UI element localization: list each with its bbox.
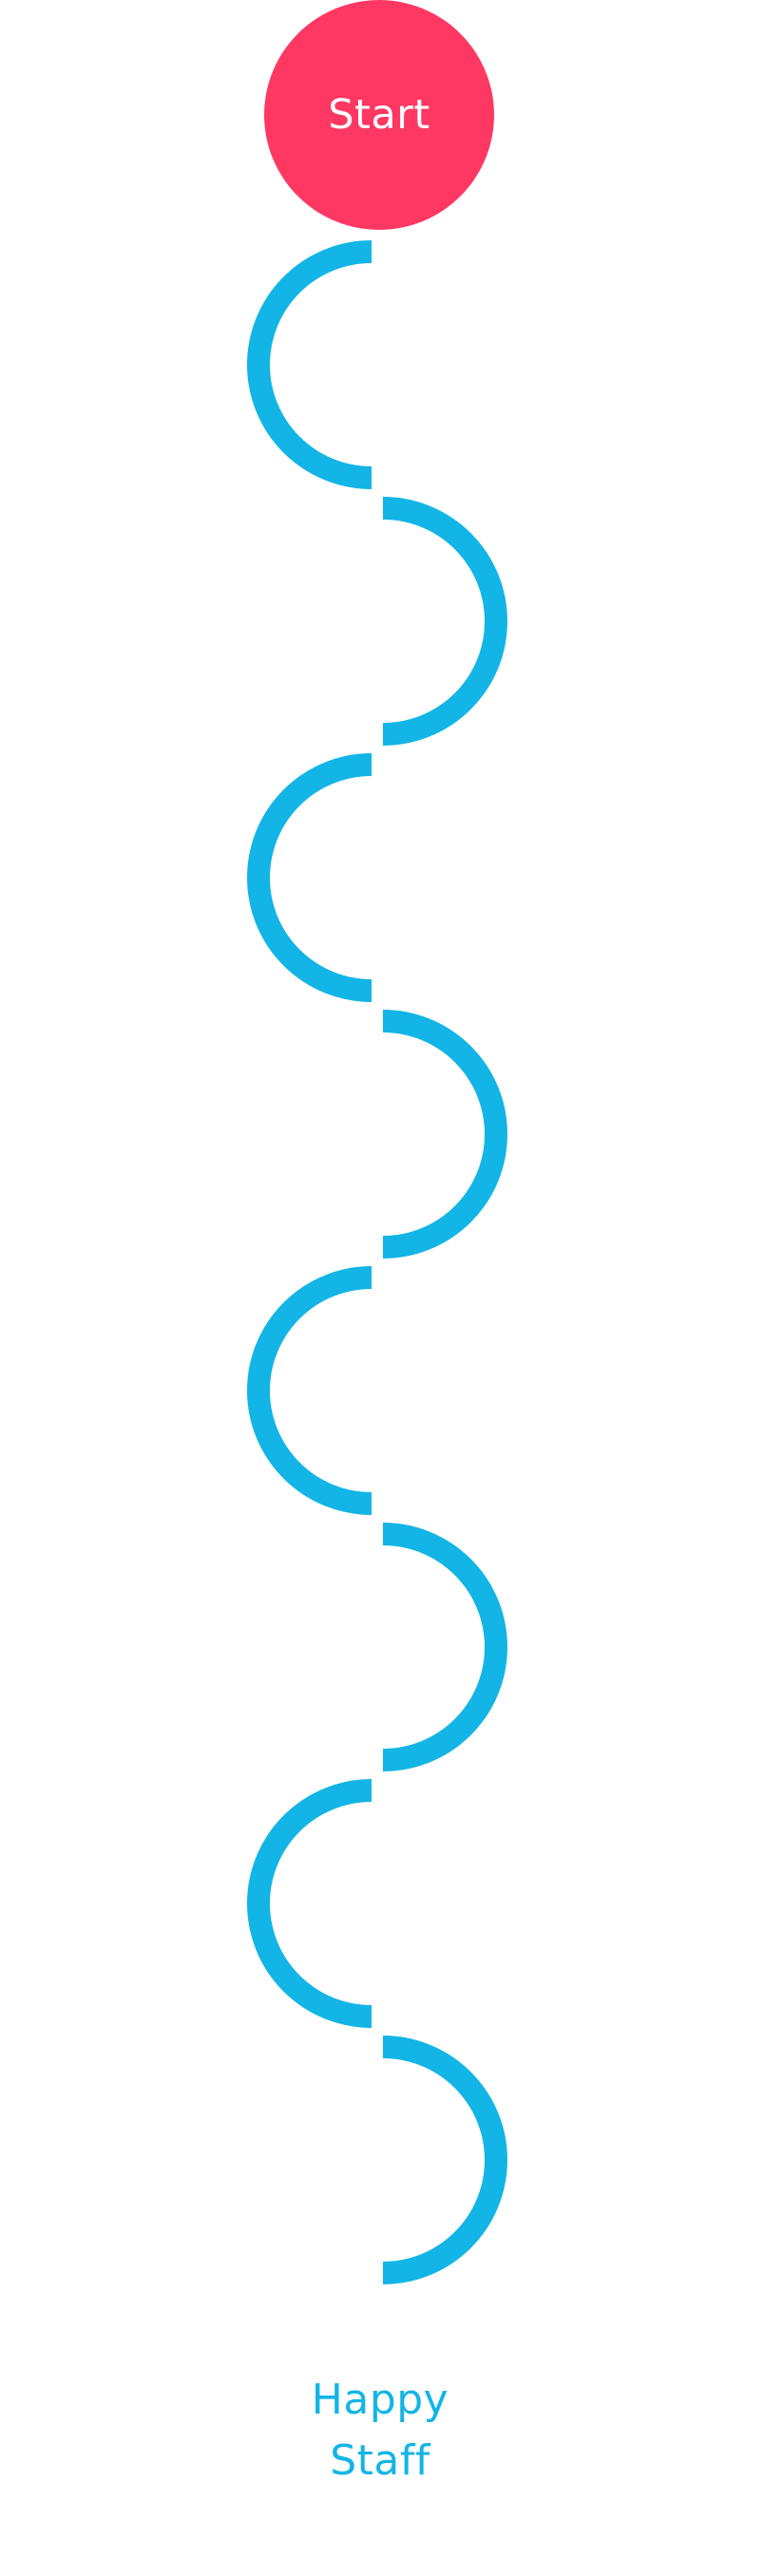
start-node: Start (264, 0, 494, 230)
end-label-line-2: Staff (330, 2436, 430, 2485)
end-label-line-1: Happy (311, 2376, 449, 2424)
path-arc-left-5 (247, 1266, 372, 1515)
end-label: Happy Staff (238, 2370, 523, 2491)
path-arc-right-6 (382, 1523, 507, 1771)
path-arc-right-8 (382, 2036, 507, 2284)
path-arc-left-1 (247, 240, 372, 489)
start-label: Start (328, 91, 430, 139)
path-arc-right-2 (382, 497, 507, 746)
path-arc-left-3 (247, 753, 372, 1002)
path-arc-left-7 (247, 1779, 372, 2028)
path-arc-right-4 (382, 1010, 507, 1259)
